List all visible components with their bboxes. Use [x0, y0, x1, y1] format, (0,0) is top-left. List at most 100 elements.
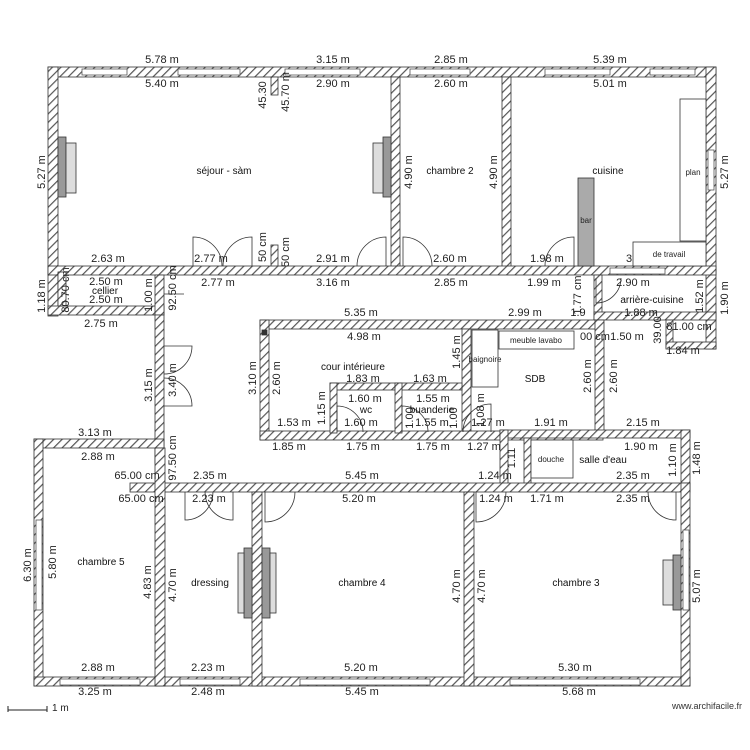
dim: 2.88 m	[81, 451, 115, 463]
dim: 5.45 m	[345, 686, 379, 698]
wall-arriere-foot	[665, 341, 717, 350]
dim: 2.35 m	[616, 493, 650, 505]
dim: 5.35 m	[344, 307, 378, 319]
dim-v: 4.70 m	[476, 569, 488, 603]
dim-v: 1.77 cm	[572, 275, 584, 314]
wall-c5-right	[154, 447, 166, 687]
dim-v: 3.40 m	[167, 363, 179, 397]
dim: 2.75 m	[84, 318, 118, 330]
dim: 65.00 cm	[114, 470, 159, 482]
dim: 1.9	[570, 307, 585, 319]
room-douche: douche	[538, 455, 565, 464]
dim-v: 1.00	[448, 407, 460, 428]
dim: 2.63 m	[91, 253, 125, 265]
dim-v: 50 cm	[280, 237, 292, 267]
dim-v: 1.00 m	[143, 278, 155, 312]
wall-arriere-bottom	[593, 311, 717, 321]
dim-v: 3.10 m	[247, 361, 259, 395]
dim: 1.60 m	[344, 417, 378, 429]
dim-v: 45.30	[257, 81, 269, 109]
dim: 1.27 m	[467, 441, 501, 453]
room-sejour: séjour - sàm	[196, 166, 251, 177]
dim: 2.48 m	[191, 686, 225, 698]
wall-c4-right	[463, 491, 475, 687]
room-plan: plan	[685, 168, 700, 177]
wall-c5-top	[33, 438, 165, 449]
dim: 1.88 m	[624, 307, 658, 319]
meuble-lavabo	[498, 330, 575, 350]
dim: 1.53 m	[277, 417, 311, 429]
dim-v: 2.60 m	[608, 359, 620, 393]
dim: 2.15 m	[626, 417, 660, 429]
dim: 1.98 m	[530, 253, 564, 265]
room-arriere: arrière-cuisine	[620, 295, 684, 306]
wall-lower-top	[129, 482, 691, 493]
dim: 2.50 m	[89, 294, 123, 306]
dim: 5.20 m	[344, 662, 378, 674]
room-chambre4: chambre 4	[338, 578, 386, 589]
dim: 1.60 m	[348, 393, 382, 405]
dimension-labels: 5.78 m 5.40 m 3.15 m 2.90 m 2.85 m 2.60 …	[78, 54, 711, 698]
dim: 2.91 m	[316, 253, 350, 265]
dim-v: 2.60 m	[582, 359, 594, 393]
dim: 2.77 m	[201, 277, 235, 289]
dim-v: 5.27 m	[719, 155, 731, 189]
dim: 1.91 m	[534, 417, 568, 429]
dim-v: 45.70 m	[280, 72, 292, 112]
dim: 1.55 m	[416, 393, 450, 405]
dim: 3.16 m	[316, 277, 350, 289]
dim: 2.60 m	[434, 78, 468, 90]
room-wc: wc	[359, 405, 372, 416]
dim: 5.40 m	[145, 78, 179, 90]
dim: 1.50 m	[610, 331, 644, 343]
room-chambre5: chambre 5	[77, 557, 125, 568]
dim: 1.63 m	[413, 373, 447, 385]
wall-eau-right	[680, 429, 691, 485]
worktop	[632, 241, 707, 267]
dim: 5.45 m	[345, 470, 379, 482]
furniture	[261, 98, 707, 479]
dim: 1.55 m	[415, 417, 449, 429]
wall-right-top	[705, 66, 717, 350]
dim: 3	[626, 253, 632, 265]
dim: 1.71 m	[530, 493, 564, 505]
scale-label: 1 m	[52, 703, 69, 714]
room-cellier: cellier	[92, 286, 119, 297]
dim-v: 1.15 m	[316, 391, 328, 425]
dim-v: 92.50 cm	[167, 265, 179, 310]
radiator-dressing	[243, 547, 253, 619]
wall-cellier-right	[154, 274, 165, 316]
room-cour: cour intérieure	[321, 362, 385, 373]
dimension-labels-vertical: 5.27 m 5.27 m 45.30 45.70 m 4.90 m 4.90 …	[22, 72, 731, 603]
room-chambre2: chambre 2	[426, 166, 474, 177]
dim-v: 1.10 m	[667, 443, 679, 477]
dim: 1.99 m	[527, 277, 561, 289]
dim-v: 50 cm	[257, 232, 269, 262]
dim: 2.90 m	[616, 277, 650, 289]
wall-left-top	[47, 66, 59, 317]
room-sdb: SDB	[525, 374, 546, 385]
dim-v: 4.90 m	[488, 155, 500, 189]
wall-stub-mid	[270, 244, 279, 268]
dim-v: 1.11	[506, 448, 518, 469]
dim: 1.90 m	[624, 441, 658, 453]
dim: 3.25 m	[78, 686, 112, 698]
wall-h-266	[47, 265, 717, 276]
dim: 5.68 m	[562, 686, 596, 698]
dim: 2.35 m	[616, 470, 650, 482]
dim: 2.85 m	[434, 54, 468, 66]
douche-tray	[530, 439, 574, 479]
dim: 5.78 m	[145, 54, 179, 66]
credit-text: www.archifacile.fr	[671, 701, 742, 711]
dim: 1.75 m	[346, 441, 380, 453]
room-cuisine: cuisine	[592, 166, 624, 177]
wall-interior-1	[390, 76, 401, 268]
dim: 81.00 cm	[666, 321, 711, 333]
dim-v: 97.50 cm	[167, 435, 179, 480]
room-buanderie: buanderie	[410, 405, 455, 416]
dim: 1.24 m	[478, 470, 512, 482]
dim: 1.27 m	[471, 417, 505, 429]
dim: 1.75 m	[416, 441, 450, 453]
dim: 2.23 m	[192, 493, 226, 505]
